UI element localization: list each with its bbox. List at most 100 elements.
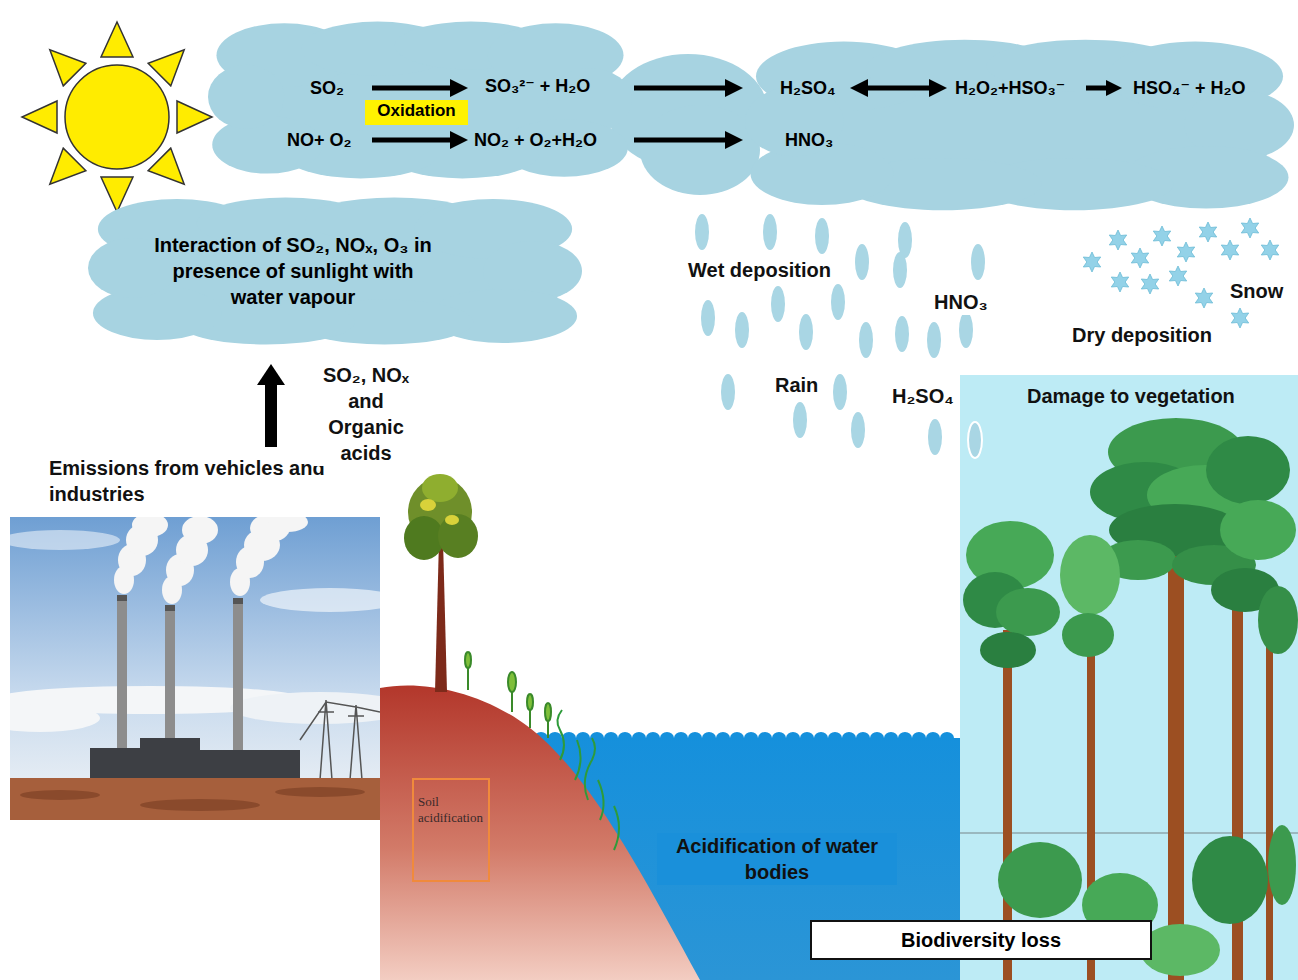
box-text: Biodiversity loss [901,928,1061,952]
snow-flake [1199,222,1216,242]
snow-flake [1261,240,1278,260]
factory-photo [132,517,168,537]
rain-drop [927,322,941,358]
process-label: Wet deposition [686,257,833,283]
equation-text: HNO₃ [785,129,833,151]
seaweed [614,806,619,850]
sun [101,22,133,57]
factory-photo [114,517,308,604]
snow-flake [1241,218,1258,238]
reaction-arrow [372,79,1122,149]
text-slot: H₂O₂+HSO₃⁻ [955,77,1065,99]
snow-flake [1231,308,1248,328]
rain-drop [833,374,847,410]
emission-arrow [257,364,285,447]
text-slot: Emissions from vehicles and industries [47,455,347,507]
box-text: Soil acidification [418,794,486,826]
factory-photo [260,588,380,612]
plant [465,652,551,738]
effect-label: Damage to vegetation [1025,383,1237,409]
snow-flake [1083,218,1278,328]
biodiversity-box: Biodiversity loss [810,920,1152,960]
hill-tree [435,540,447,692]
rain-drop [895,316,909,352]
step-label: Oxidation [377,101,455,121]
text-slot: NO+ O₂ [287,129,352,151]
reaction-arrow [866,86,931,91]
plant [465,652,471,668]
reaction-arrow [1086,86,1108,91]
snow-flake [1221,240,1238,260]
text-slot: SO₂, NOₓ and Organic acids [314,362,418,466]
snow-flake [1177,242,1194,262]
rain-drop [695,214,985,458]
reaction-arrow [929,79,947,97]
soil-acidification-box: Soil acidification [412,778,490,882]
rain-drop [763,214,777,250]
effect-label: Acidification of water bodies [657,833,897,885]
seaweed [557,710,564,760]
rain-drop [851,412,865,448]
factory-photo [165,605,175,611]
equation-text: H₂O₂+HSO₃⁻ [955,77,1065,99]
equation-text: H₂SO₄ [780,77,836,99]
factory-photo [233,598,243,604]
snow-flake [1169,266,1186,286]
hill-tree [445,515,459,525]
forest [1258,586,1298,654]
cloud-shape [208,65,284,129]
forest [1060,535,1120,615]
snow-flake [1109,230,1126,250]
snow-flake [1083,252,1100,272]
hill-tree [404,474,478,692]
forest [1062,613,1114,657]
hill-tree [438,514,478,558]
rain-drop [971,244,985,280]
equation-text: HSO₄⁻ + H₂O [1133,77,1246,99]
acid-label: HNO₃ [932,289,990,315]
reaction-cloud: H₂SO₄ H₂O₂+HSO₃⁻ HSO₄⁻ + H₂O HNO₃ [745,38,1294,212]
sun [148,148,195,195]
factory-photo [140,799,260,811]
text-slot: HNO₃ [785,129,833,151]
sun [65,65,169,169]
caption-text: Emissions from vehicles and industries [47,455,347,507]
snow-flake [1153,226,1170,246]
acid-label: H₂SO₄ [890,383,956,409]
reaction-arrow [634,79,743,97]
arrow-shaft [634,86,727,91]
reaction-cloud: SO₂ SO₃²⁻ + H₂O NO+ O₂ NO₂ + O₂+H₂O Oxidatio… [208,20,632,180]
reaction-arrow [372,138,452,143]
equation-text: NO₂ + O₂+H₂O [474,129,597,151]
snow-flake [1195,288,1212,308]
rain-drop [831,284,845,320]
forest [960,375,1298,980]
sun [22,22,212,212]
text-slot: Snow [1228,278,1285,304]
reaction-arrow [450,131,468,149]
sun [22,101,57,133]
reaction-arrow [450,79,468,97]
text-slot: SO₂ [310,77,344,99]
equation-text: SO₃²⁻ + H₂O [485,75,590,97]
sun [39,148,86,195]
factory-photo [10,530,120,550]
process-text: Interaction of SO₂, NOₓ, O₃ in presence … [148,232,438,310]
rain-drop [793,402,807,438]
pollutant-label: SO₂, NOₓ and Organic acids [314,362,418,466]
rain-drop [855,244,869,280]
text-slot: HNO₃ [932,289,990,315]
plant [508,672,516,692]
rain-drop [799,314,813,350]
arrow-head [725,131,743,149]
cloud-bridge [608,54,768,195]
factory-photo [20,790,100,800]
snow-flake [1111,272,1128,292]
cloud-bridge [640,105,760,195]
factory-photo [10,778,380,820]
forest [996,588,1060,636]
text-slot: Soil acidification [418,794,486,826]
text-slot: Rain [773,372,820,398]
process-label: Snow [1228,278,1285,304]
text-slot: Dry deposition [1070,322,1214,348]
